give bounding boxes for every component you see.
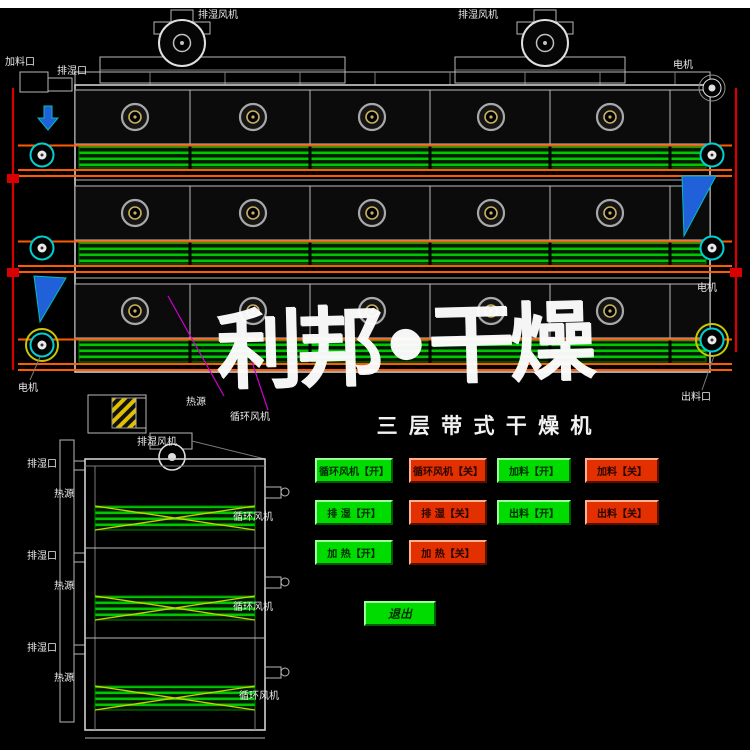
belt-level-1	[78, 146, 707, 169]
heating-off-button[interactable]: 加 热【关】	[409, 540, 487, 565]
heat-source-label: 热源	[186, 397, 206, 408]
side-circulation-fan-3-label: 循环风机	[239, 691, 279, 702]
heating-on-button[interactable]: 加 热【开】	[315, 540, 393, 565]
roller-grid	[74, 89, 711, 339]
dehumidify-off-button[interactable]: 排 湿【关】	[409, 500, 487, 525]
warning-hatch	[111, 397, 137, 429]
conveyor-lines	[18, 144, 732, 371]
watermark-text: 利邦•干燥	[214, 291, 592, 402]
feed-chute	[19, 71, 73, 93]
motor-bottom-left-label: 电机	[18, 383, 38, 394]
annotation-lines	[29, 295, 715, 411]
circulation-fan-label: 循环风机	[230, 412, 270, 423]
side-belts	[94, 505, 256, 711]
side-circulation-fan-1-label: 循环风机	[233, 512, 273, 523]
exhaust-fan-2	[516, 9, 574, 67]
side-exhaust-port-1-label: 排湿口	[27, 459, 57, 470]
side-exhaust-port-2-label: 排湿口	[27, 551, 57, 562]
side-circulation-fan-2-label: 循环风机	[233, 602, 273, 613]
side-fan-label: 排湿风机	[137, 437, 177, 448]
red-side-rails	[7, 88, 742, 370]
blue-arrow-icon	[36, 105, 60, 131]
side-heat-source-1-label: 热源	[54, 489, 74, 500]
side-exhaust-port-3-label: 排湿口	[27, 643, 57, 654]
dehumidify-on-button[interactable]: 排 湿【开】	[315, 500, 393, 525]
exhaust-duct-1	[99, 56, 346, 84]
left-pulleys	[25, 142, 59, 362]
panel-title: 三 层 带 式 干 燥 机	[376, 414, 594, 438]
page-margin	[0, 0, 750, 8]
exhaust-fan-1-label: 排湿风机	[198, 10, 238, 21]
feed-on-button[interactable]: 加料【开】	[497, 458, 571, 483]
side-heat-source-2-label: 热源	[54, 581, 74, 592]
motor-top-right-label: 电机	[673, 60, 693, 71]
circulation-fan-on-button[interactable]: 循环风机【开】	[315, 458, 393, 483]
feed-inlet-label: 加料口	[5, 57, 35, 68]
belt-level-3	[78, 340, 707, 363]
belt-level-2	[78, 242, 707, 265]
side-exhaust-fan	[87, 394, 266, 471]
exit-button[interactable]: 退出	[364, 601, 436, 626]
feed-off-button[interactable]: 加料【关】	[585, 458, 659, 483]
motor-mid-right-label: 电机	[697, 283, 717, 294]
blue-deflector-left	[33, 275, 67, 324]
discharge-outlet-label: 出料口	[681, 392, 711, 403]
side-view-schematic	[59, 394, 290, 739]
top-right-motor	[698, 74, 726, 102]
exhaust-fan-2-label: 排湿风机	[458, 10, 498, 21]
right-pulleys	[695, 142, 729, 357]
blue-deflector-right	[681, 175, 717, 238]
side-motor-boxes	[264, 486, 290, 679]
side-heat-source-3-label: 热源	[54, 673, 74, 684]
front-view-schematic	[7, 9, 742, 411]
circulation-fan-off-button[interactable]: 循环风机【关】	[409, 458, 487, 483]
discharge-on-button[interactable]: 出料【开】	[497, 500, 571, 525]
discharge-off-button[interactable]: 出料【关】	[585, 500, 659, 525]
exhaust-port-top-label: 排湿口	[57, 66, 87, 77]
